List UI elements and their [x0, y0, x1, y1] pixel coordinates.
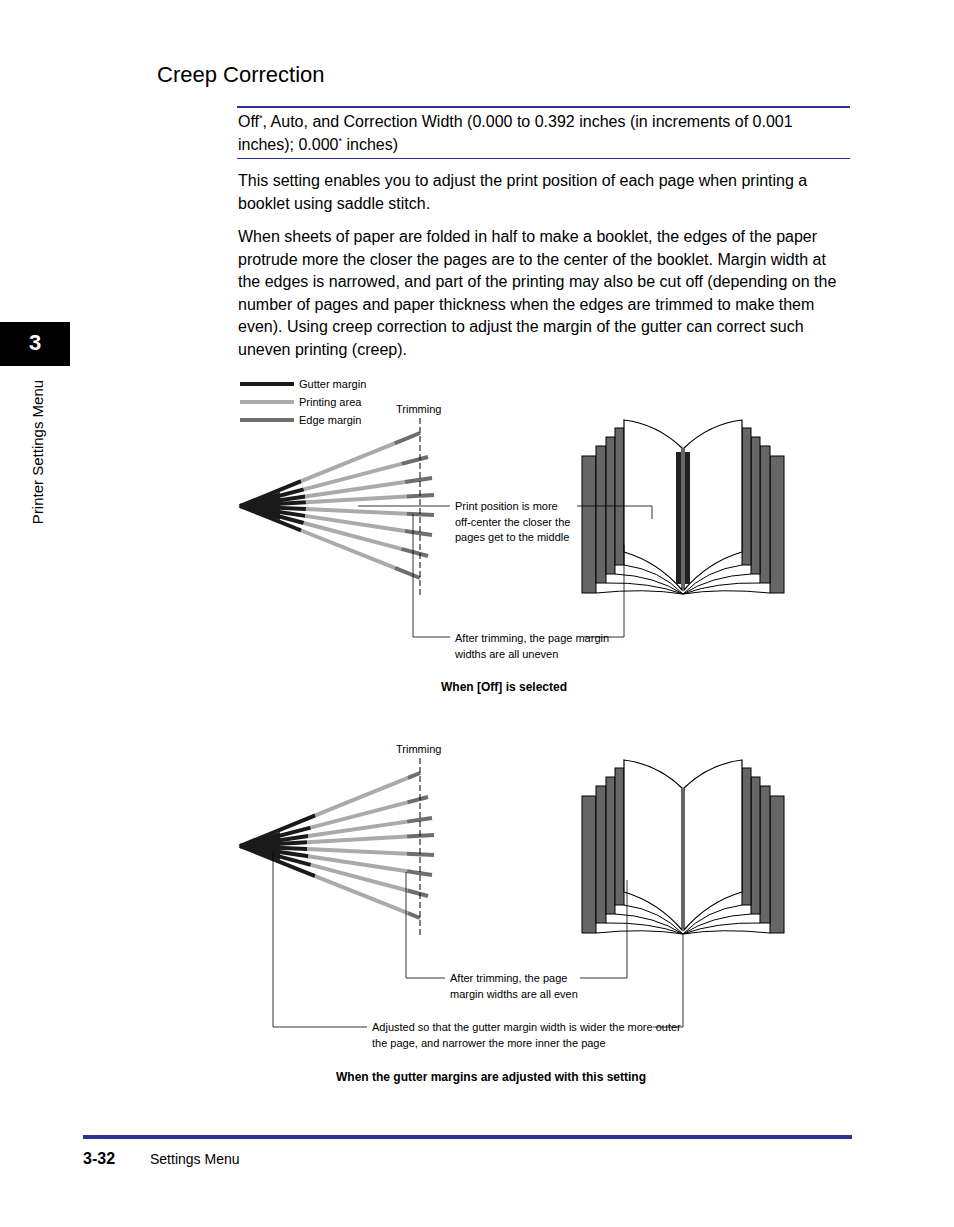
page-line [311, 865, 408, 891]
page-line [308, 822, 407, 836]
fold-point [238, 492, 280, 520]
trimming-label: Trimming [396, 402, 441, 416]
page-line [407, 835, 434, 837]
page-line [395, 433, 420, 443]
legend-text: Printing area [299, 395, 361, 409]
page-line [315, 876, 408, 913]
page-line [306, 509, 407, 514]
footer-text: Settings Menu [150, 1150, 240, 1168]
page-number: 3-32 [83, 1149, 115, 1169]
legend-swatch [240, 400, 294, 404]
page-line [407, 797, 428, 802]
page-line [401, 549, 428, 556]
legend-text: Edge margin [299, 413, 361, 427]
gutter-band [676, 452, 681, 584]
page-line [395, 568, 420, 578]
paragraph: This setting enables you to adjust the p… [238, 170, 852, 215]
page-line [408, 913, 420, 918]
rule [237, 106, 850, 108]
callout-note: After trimming, the page margin widths a… [455, 631, 615, 662]
trimming-label: Trimming [396, 742, 441, 756]
page-line [307, 849, 407, 854]
side-tab-label: Printer Settings Menu [29, 380, 47, 524]
page-line [401, 457, 428, 464]
page-line [408, 773, 420, 778]
gutter-band [685, 452, 690, 584]
page-line [405, 478, 432, 482]
default-mark: * [259, 113, 263, 123]
page-line [407, 854, 434, 855]
page-line [307, 837, 407, 843]
page-line [301, 531, 395, 568]
callout-note: Print position is more off-center the cl… [455, 499, 576, 546]
chapter-number: 3 [0, 328, 70, 358]
figure-caption: When [Off] is selected [441, 680, 567, 695]
page-line [407, 891, 428, 896]
section-title: Creep Correction [157, 61, 325, 89]
setting-text: inches) [342, 136, 398, 153]
chapter-tab [0, 322, 70, 366]
legend-swatch [240, 382, 294, 386]
trim-line [420, 418, 421, 596]
fold-point [238, 832, 280, 860]
leader-lines [273, 506, 683, 1027]
legend-swatch [240, 418, 294, 422]
page-line [405, 531, 432, 535]
page-fan [238, 433, 434, 578]
callout-note: Adjusted so that the gutter margin width… [372, 1020, 694, 1051]
setting-text: , Auto, and Correction Width (0.000 to 0… [238, 113, 793, 153]
setting-text: Off [238, 113, 259, 130]
page-line [301, 443, 394, 481]
paragraph: When sheets of paper are folded in half … [238, 226, 852, 361]
setting-values: Off*, Auto, and Correction Width (0.000 … [238, 111, 852, 156]
figure-caption: When the gutter margins are adjusted wit… [336, 1070, 646, 1085]
default-mark: * [339, 135, 343, 145]
page-fan [238, 773, 434, 918]
trim-line [420, 758, 421, 936]
page-line [306, 497, 407, 503]
page-line [305, 482, 405, 497]
legend-text: Gutter margin [299, 377, 366, 391]
booklet [582, 420, 784, 594]
rule [237, 158, 850, 159]
callout-note: After trimming, the page margin widths a… [450, 971, 602, 1002]
footer-rule [83, 1135, 852, 1139]
booklet [582, 760, 784, 934]
page-line [315, 778, 408, 816]
